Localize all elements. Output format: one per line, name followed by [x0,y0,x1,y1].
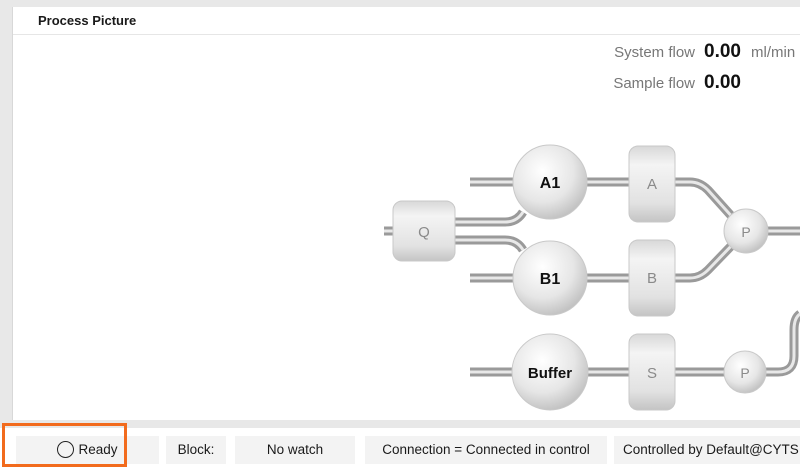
ready-highlight-box [2,423,127,467]
system-flow-label: System flow [614,44,696,61]
inlet-buffer[interactable]: Buffer [511,333,589,411]
inlet-b1[interactable]: B1 [512,240,588,316]
panel-header: Process Picture [13,7,800,35]
pump-s[interactable]: S [628,333,676,411]
pump-s-label: S [647,365,657,382]
inlet-a1-label: A1 [540,175,561,192]
status-controlled-by: Controlled by Default@CYTS [614,436,800,464]
pump-a-label: A [647,176,657,193]
panel-title: Process Picture [38,13,137,28]
sample-flow-readout: Sample flow 0.00 [613,72,800,94]
pressure-sensor-main[interactable]: P [723,208,769,254]
ready-circle-icon [57,441,75,458]
status-ready-label: Ready [78,442,118,457]
flow-diagram: Q A1 B1 A B P Buffer S P [384,144,800,411]
pump-b-label: B [647,270,657,287]
system-flow-readout: System flow 0.00 ml/min [614,41,800,63]
inlet-buffer-label: Buffer [528,365,572,382]
pump-b[interactable]: B [628,239,676,317]
pressure-sensor-sample[interactable]: P [723,350,767,394]
status-block: Block: [166,436,226,464]
valve-q[interactable]: Q [392,200,456,262]
pressure-sample-label: P [740,365,749,381]
sample-flow-value: 0.00 [704,72,741,93]
status-bar: Ready Block: No watch Connection = Conne… [0,428,800,473]
status-watch: No watch [235,436,355,464]
valve-q-label: Q [418,224,430,241]
pump-a[interactable]: A [628,145,676,223]
sample-flow-label: Sample flow [613,75,696,92]
inlet-a1[interactable]: A1 [512,144,588,220]
inlet-b1-label: B1 [540,271,561,288]
system-flow-unit: ml/min [751,44,796,61]
status-ready: Ready [16,436,159,464]
pressure-main-label: P [741,224,750,240]
system-flow-value: 0.00 [704,41,741,62]
status-connection: Connection = Connected in control [365,436,607,464]
